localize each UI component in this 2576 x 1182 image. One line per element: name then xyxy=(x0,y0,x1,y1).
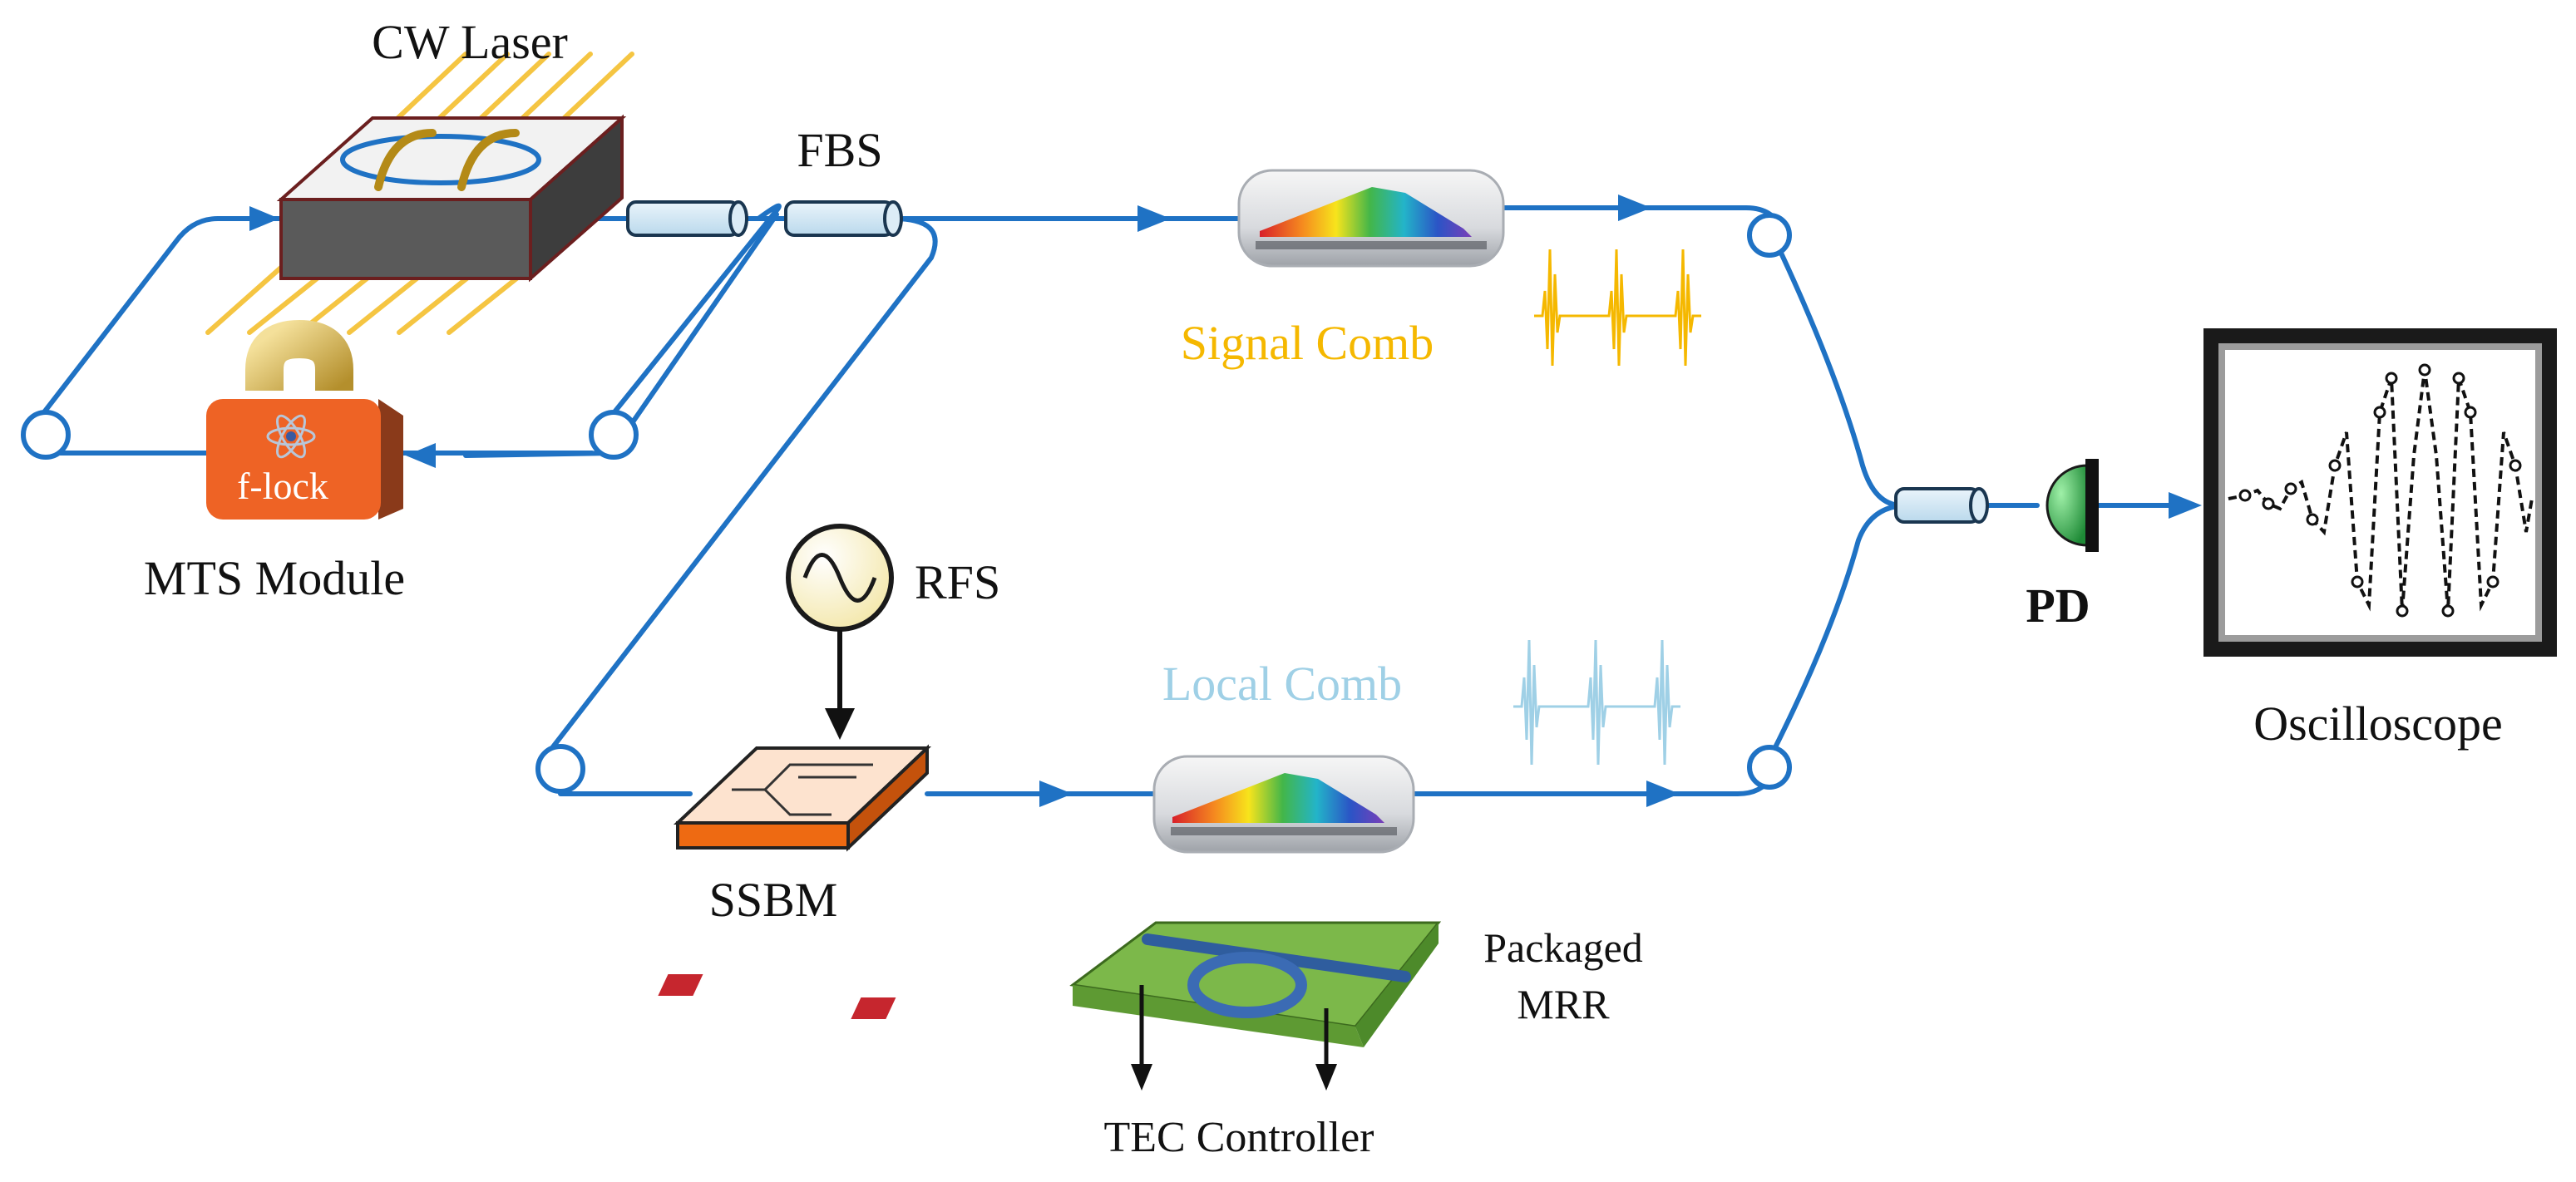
tec-controller-label: TEC Controller xyxy=(1104,1114,1374,1161)
cw-laser xyxy=(205,52,634,335)
ssbm-modulator xyxy=(673,744,932,852)
fbs-couplers xyxy=(626,200,903,237)
fiber-loop-local xyxy=(1747,745,1792,790)
laser-ring-resonator xyxy=(340,134,541,185)
laser-heater-2 xyxy=(457,129,520,191)
local-pulse-train xyxy=(1513,639,1680,766)
fiber-loop-signal xyxy=(1747,213,1792,258)
arrow-into-flock xyxy=(406,443,436,468)
mrr-chip-front xyxy=(1073,985,1364,1047)
fiber-local-to-combiner xyxy=(1770,503,1907,755)
fiber-mts-right xyxy=(628,212,779,428)
fiber-rfs-cross xyxy=(546,216,938,755)
scope-trace xyxy=(2228,369,2534,612)
flock-label: f-lock xyxy=(237,465,328,507)
output-coupler xyxy=(1894,487,1989,524)
signal-comb-spectrum xyxy=(1260,187,1472,237)
ssbm-label: SSBM xyxy=(709,873,838,927)
pd-plate xyxy=(2085,459,2099,552)
mts-module-label: MTS Module xyxy=(144,551,405,605)
laser-heater-1 xyxy=(374,129,437,191)
arrow-signal-2 xyxy=(1618,195,1651,221)
local-comb-chip xyxy=(1152,755,1415,854)
mrr-ring xyxy=(1187,952,1307,1018)
local-comb-label: Local Comb xyxy=(1162,657,1402,711)
cw-laser-label: CW Laser xyxy=(372,15,568,69)
coupler-1 xyxy=(626,200,740,237)
photodetector xyxy=(2046,459,2099,552)
tec-arrow-left xyxy=(1131,1064,1152,1091)
fbs-label: FBS xyxy=(797,123,882,177)
fiber-signal-to-combiner xyxy=(1777,247,1907,509)
arrow-to-scope xyxy=(2169,492,2202,519)
ssbm-waveguide xyxy=(732,763,873,816)
lock-side xyxy=(378,399,403,520)
fiber-loop-left xyxy=(21,410,71,460)
oscilloscope-label: Oscilloscope xyxy=(2253,697,2503,751)
laser-side-face xyxy=(529,114,624,283)
lock-body xyxy=(206,399,381,520)
oscilloscope xyxy=(2203,328,2557,657)
atom-icon xyxy=(266,414,316,459)
packaged-mrr xyxy=(658,921,1442,1091)
mrr-pad-right xyxy=(851,997,896,1019)
fiber-mts-lower xyxy=(463,451,616,458)
packaged-label: Packaged xyxy=(1483,924,1643,971)
coupler-2 xyxy=(784,200,895,237)
scope-trace-points xyxy=(2238,363,2522,618)
arrow-local-2 xyxy=(1646,781,1680,807)
sine-wave-icon xyxy=(802,553,877,603)
fiber-arrows xyxy=(249,195,2202,807)
fiber-loop-mts-right xyxy=(589,410,639,460)
mrr-pad-left xyxy=(658,974,703,996)
fiber-loop-ssbm xyxy=(535,744,585,794)
arrow-into-laser xyxy=(249,206,279,231)
fiber-local-after-comb xyxy=(1411,775,1774,796)
ssbm-front xyxy=(676,821,850,850)
signal-comb-chip xyxy=(1237,169,1505,268)
mrr-label: MRR xyxy=(1517,981,1610,1027)
mrr-chip-side xyxy=(1355,923,1439,1047)
tec-arrow-right xyxy=(1315,1064,1337,1091)
rfs-label: RFS xyxy=(915,555,1000,609)
mts-module: f-lock xyxy=(206,319,403,520)
pd-label: PD xyxy=(2026,579,2090,633)
fiber-loops xyxy=(21,213,1792,794)
ssbm-side xyxy=(846,744,929,852)
signal-pulse-train xyxy=(1534,249,1701,367)
pd-dome xyxy=(2046,464,2089,547)
coupler-1-end xyxy=(728,200,748,237)
arrow-signal-1 xyxy=(1137,205,1171,232)
rfs-arrow-head xyxy=(825,708,855,740)
signal-comb-label: Signal Comb xyxy=(1181,316,1434,370)
rfs-source xyxy=(786,524,894,632)
local-comb-spectrum xyxy=(1172,773,1384,823)
lock-shackle xyxy=(245,319,353,391)
arrow-local-1 xyxy=(1039,781,1073,807)
coupler-2-end xyxy=(883,200,903,237)
laser-front-face xyxy=(279,198,532,280)
